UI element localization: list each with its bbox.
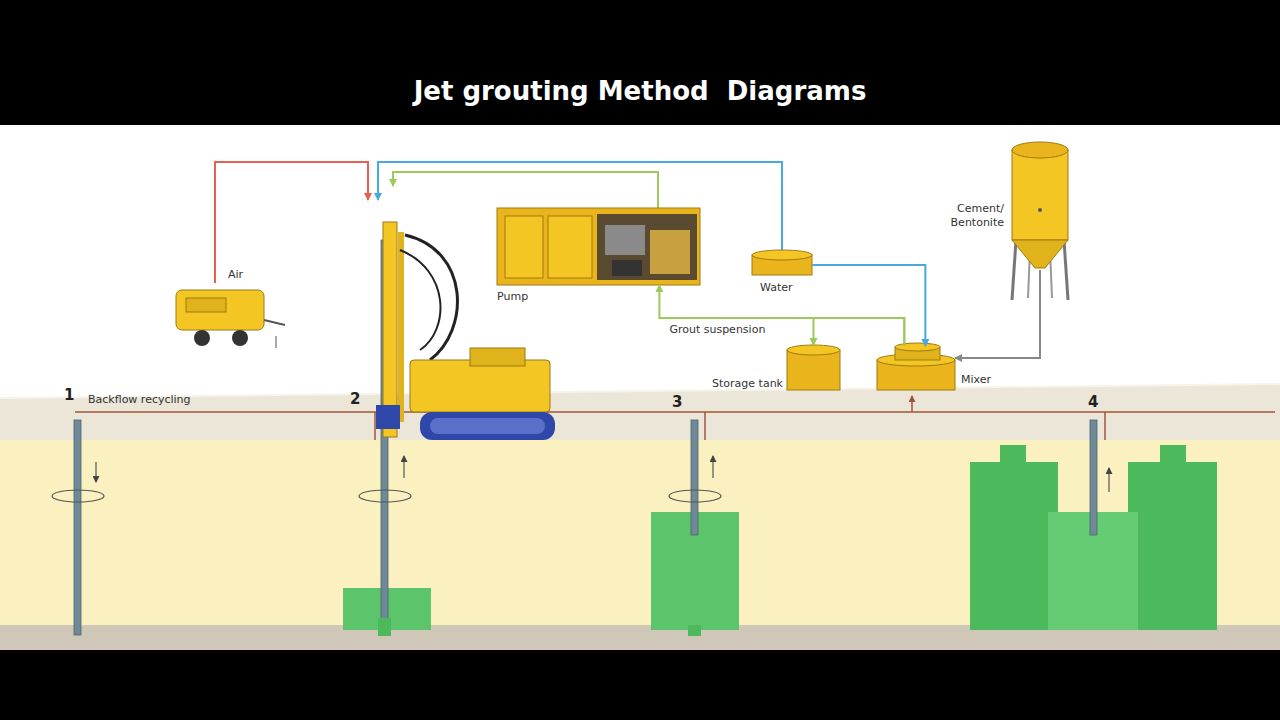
storage-tank-icon-part [787, 350, 840, 390]
flow-connector [814, 318, 905, 346]
air-compressor [176, 290, 285, 348]
drilling-rig-part [400, 250, 440, 350]
pump-unit [497, 208, 700, 285]
drilling-rig-part [405, 235, 457, 360]
rotation-marks-part [95, 462, 96, 482]
drill-rods-part [74, 420, 81, 635]
rotation-marks-part [712, 456, 713, 478]
flow-connector [812, 265, 925, 346]
grout-columns-part [1160, 445, 1186, 463]
drilling-rig-part [383, 222, 397, 437]
equipment-label: Cement/ Bentonite [936, 202, 1004, 230]
water-tank [752, 250, 812, 275]
ground-part [0, 384, 1280, 440]
air-compressor-node: Air [172, 285, 268, 345]
drilling-rig-part [398, 232, 404, 422]
pump-unit-part [650, 230, 690, 274]
rotation-marks-part [359, 490, 411, 502]
drilling-rig-part [376, 405, 400, 429]
rotation-marks-part [403, 456, 404, 478]
cement-silo-part [1064, 240, 1068, 300]
air-compressor-part [276, 336, 277, 348]
drilling-rig-part [470, 348, 525, 366]
mixer-node: Mixer [877, 345, 955, 390]
cement-silo-node: Cement/ Bentonite [1010, 140, 1070, 300]
drill-rods [74, 240, 1097, 636]
water-tank-part [752, 250, 812, 260]
supply-lines-part [215, 162, 368, 283]
callout-number: 4 [1088, 393, 1098, 411]
pump-unit-part [605, 225, 645, 255]
air-compressor-part [264, 320, 285, 325]
backflow-line-part [704, 412, 706, 440]
equipment-label: Water [760, 281, 793, 295]
water-tank-node: Water [752, 250, 812, 276]
background-part [0, 650, 1280, 720]
grout-columns-part [1128, 462, 1217, 630]
drill-rods-part [378, 618, 391, 636]
backflow-line-part [1104, 412, 1106, 440]
background-part [0, 125, 1280, 650]
storage-tank-icon [787, 345, 840, 390]
line-label: Backflow recycling [88, 393, 191, 406]
drilling-rig-part [420, 412, 555, 440]
cement-silo-part [1012, 240, 1068, 268]
drill-rods-part [1090, 420, 1097, 535]
rotation-marks [52, 456, 1109, 502]
rotation-marks-part [1108, 468, 1109, 492]
storage-tank-node: Storage tank [787, 345, 840, 390]
rotation-marks-part [669, 490, 721, 502]
backflow-line-part [374, 412, 376, 440]
grout-columns-part [1000, 445, 1026, 463]
grout-columns [343, 445, 1217, 630]
drilling-rig-part [410, 360, 550, 412]
drill-rods-part [691, 420, 698, 535]
cement-silo-part [1012, 150, 1068, 240]
equipment-label: Pump [497, 290, 528, 304]
pump-unit-part [548, 216, 592, 278]
background-part [0, 0, 1280, 125]
callout-number: 2 [350, 390, 360, 408]
air-compressor-part [176, 290, 264, 330]
backflow-line-part [75, 411, 1275, 413]
callout-number: 3 [672, 393, 682, 411]
connector-label: Grout suspension [667, 323, 767, 336]
callout-number: 1 [64, 386, 74, 404]
pump-unit-part [505, 216, 543, 278]
backflow-line-part [911, 396, 913, 412]
mixer-icon-part [895, 343, 940, 351]
rotation-marks-part [52, 490, 104, 502]
supply-lines-part [393, 172, 658, 208]
equipment-label: Storage tank [689, 377, 783, 391]
mixer-icon [877, 343, 955, 390]
grout-columns-part [970, 462, 1058, 630]
diagram-title: Jet grouting Method Diagrams [0, 76, 1280, 106]
drilling-rig-part [430, 418, 545, 434]
pump-unit-part [497, 208, 700, 285]
pump-unit-part [597, 214, 697, 280]
pump-unit-part [612, 260, 642, 276]
cement-silo-part [1012, 240, 1016, 300]
air-compressor-part [194, 330, 210, 346]
air-compressor-part [186, 298, 226, 312]
air-compressor-part [232, 330, 248, 346]
equipment-label: Air [228, 268, 243, 282]
flow-connector [659, 285, 904, 346]
pump-node: Pump [497, 208, 700, 285]
ground [0, 384, 1280, 650]
cement-silo-part [1038, 208, 1042, 212]
cement-silo-part [1012, 142, 1068, 158]
equipment-label: Mixer [961, 373, 991, 387]
storage-tank-icon-part [787, 345, 840, 355]
flow-connector [955, 270, 1040, 358]
drill-rods-part [688, 625, 701, 636]
